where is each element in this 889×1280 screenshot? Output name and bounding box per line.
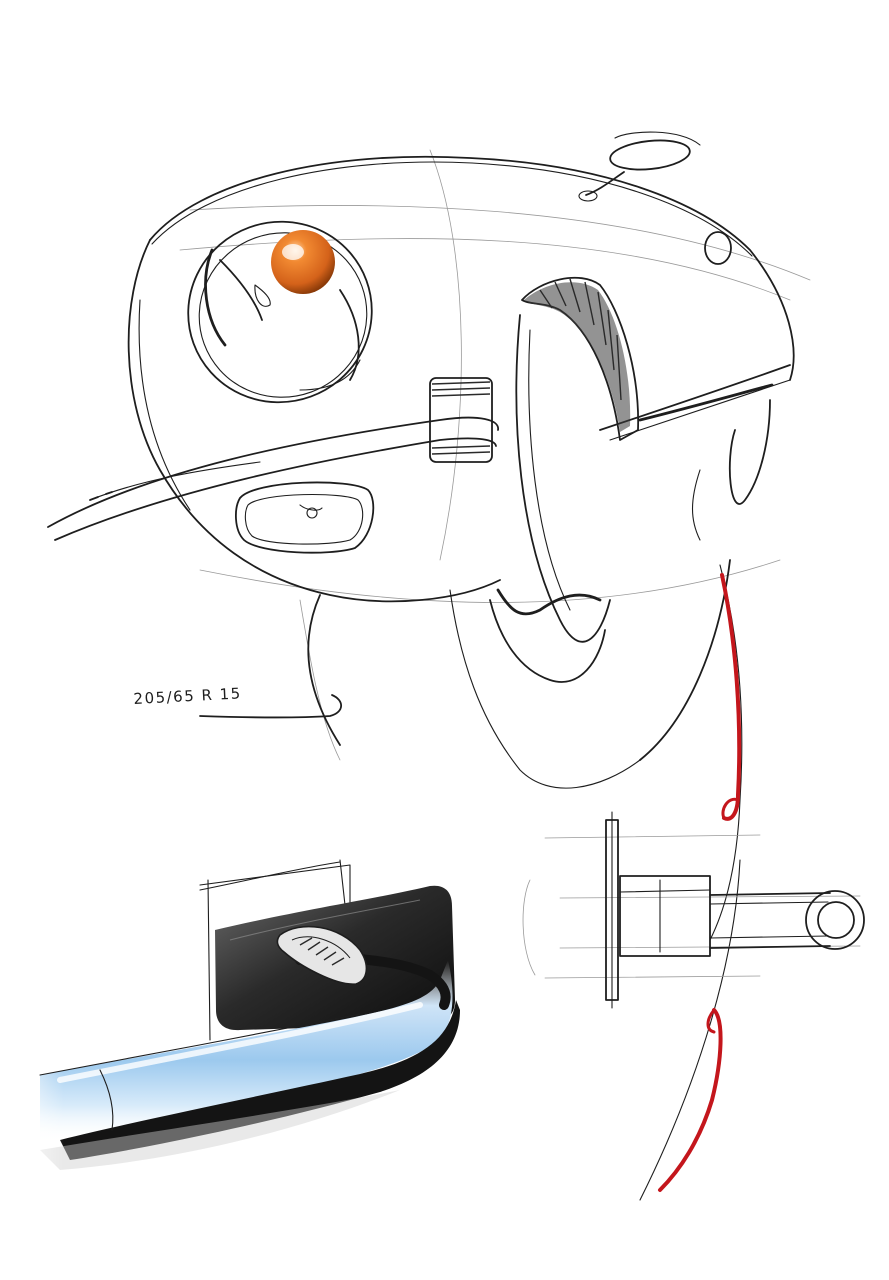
head-sketch <box>47 131 811 789</box>
side-view-sketch <box>522 811 865 1009</box>
bracket-hatching <box>431 381 491 455</box>
slot-ridges <box>299 937 345 966</box>
handle-render <box>0 859 460 1180</box>
red-hook-icon <box>639 564 743 1201</box>
crescent-fin <box>521 276 639 441</box>
orange-ball-icon <box>271 230 335 294</box>
